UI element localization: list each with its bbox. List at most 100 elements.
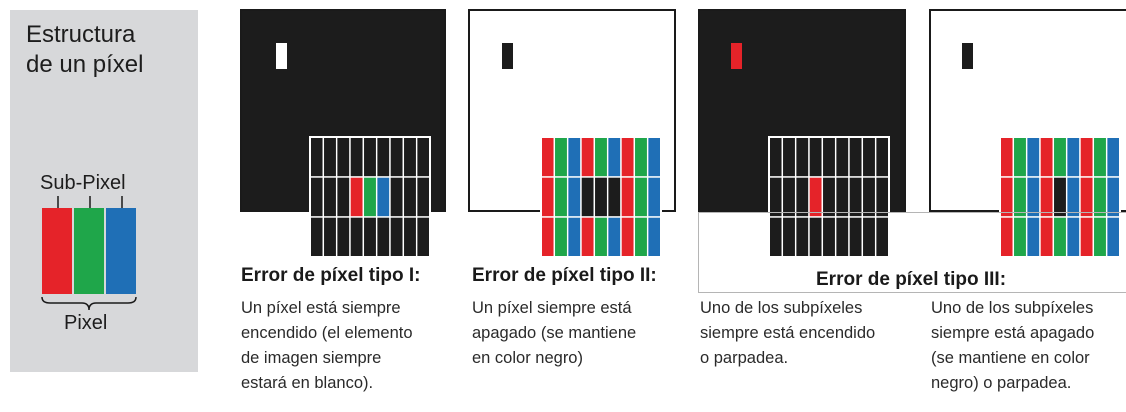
grid-subpixel: [566, 136, 582, 178]
grid-subpixel: [580, 176, 596, 218]
grid-subpixel: [1025, 176, 1041, 218]
description-line: Un píxel está siempre: [241, 299, 401, 317]
grid-subpixel: [834, 176, 850, 218]
description-line: (se mantiene en color: [931, 349, 1090, 367]
description-line: apagado (se mantiene: [472, 324, 637, 342]
grid-subpixel: [322, 176, 338, 218]
description-line: encendido (el elemento: [241, 324, 413, 342]
zoom-grid-type-1: [309, 136, 431, 258]
grid-subpixel: [375, 176, 391, 218]
structure-title-line-1: Estructura: [26, 21, 136, 48]
grid-subpixel: [402, 176, 418, 218]
description-line: siempre está apagado: [931, 324, 1095, 342]
grid-subpixel: [620, 176, 636, 218]
zoom-grid-type-2: [540, 136, 662, 258]
grid-subpixel: [415, 136, 431, 178]
grid-subpixel: [1079, 136, 1095, 178]
structure-title-line-2: de un píxel: [26, 51, 144, 78]
grid-subpixel: [1052, 136, 1068, 178]
heading-type-1: Error de píxel tipo I:: [241, 265, 421, 286]
grid-subpixel: [566, 216, 582, 258]
pixel-brace: [41, 296, 137, 311]
grid-subpixel: [606, 176, 622, 218]
grid-subpixel: [861, 176, 877, 218]
grid-subpixel: [349, 176, 365, 218]
grid-subpixel: [389, 216, 405, 258]
grid-subpixel: [1092, 176, 1108, 218]
grid-subpixel: [1012, 136, 1028, 178]
grid-subpixel: [362, 136, 378, 178]
grid-subpixel: [999, 176, 1015, 218]
grid-subpixel: [620, 136, 636, 178]
zoom-grid-type-3a: [768, 136, 890, 258]
grid-subpixel: [349, 136, 365, 178]
grid-subpixel: [335, 136, 351, 178]
description-line: o parpadea.: [700, 349, 789, 367]
pixel-label: Pixel: [64, 312, 108, 334]
structure-title: Estructura de un píxel: [26, 20, 143, 80]
grid-subpixel: [540, 136, 556, 178]
grid-subpixel: [335, 176, 351, 218]
grid-subpixel: [1025, 136, 1041, 178]
grid-subpixel: [768, 136, 784, 178]
grid-subpixel: [593, 136, 609, 178]
grid-subpixel: [309, 136, 325, 178]
grid-subpixel: [646, 136, 662, 178]
grid-subpixel: [874, 176, 890, 218]
grid-subpixel: [633, 136, 649, 178]
grid-subpixel: [375, 136, 391, 178]
grid-subpixel: [1105, 136, 1121, 178]
grid-subpixel: [633, 216, 649, 258]
grid-subpixel: [593, 176, 609, 218]
pixel-structure-diagram: [41, 196, 137, 311]
description-type-2: Un píxel siempre está apagado (se mantie…: [472, 296, 636, 371]
grid-subpixel: [1105, 176, 1121, 218]
grid-subpixel: [794, 176, 810, 218]
grid-subpixel: [309, 176, 325, 218]
pixel-structure-panel: [10, 10, 198, 372]
grid-subpixel: [1012, 176, 1028, 218]
grid-subpixel: [389, 136, 405, 178]
description-line: siempre está encendido: [700, 324, 876, 342]
grid-subpixel: [633, 176, 649, 218]
grid-subpixel: [794, 136, 810, 178]
description-line: Un píxel siempre está: [472, 299, 632, 317]
grid-subpixel: [1092, 136, 1108, 178]
grid-subpixel: [848, 176, 864, 218]
grid-subpixel: [999, 136, 1015, 178]
dead-black-pixel: [502, 43, 513, 69]
grid-border: [540, 136, 662, 258]
grid-subpixel: [402, 136, 418, 178]
grid-subpixel: [389, 176, 405, 218]
heading-type-2: Error de píxel tipo II:: [472, 265, 657, 286]
grid-subpixel: [1065, 176, 1081, 218]
grid-subpixel: [309, 216, 325, 258]
grid-subpixel: [566, 176, 582, 218]
grid-subpixel: [553, 136, 569, 178]
grid-subpixel: [821, 136, 837, 178]
grid-subpixel: [808, 176, 824, 218]
description-type-1: Un píxel está siempre encendido (el elem…: [241, 296, 413, 396]
grid-subpixel: [834, 136, 850, 178]
heading-type-3-box: [698, 212, 1126, 293]
grid-subpixel: [335, 216, 351, 258]
grid-subpixel: [1065, 136, 1081, 178]
grid-subpixel: [1079, 176, 1095, 218]
grid-subpixel: [861, 136, 877, 178]
grid-border: [999, 136, 1121, 258]
grid-border: [768, 136, 890, 258]
grid-border: [309, 136, 431, 258]
subpixel-blue: [106, 208, 136, 294]
grid-subpixel: [874, 136, 890, 178]
grid-subpixel: [540, 216, 556, 258]
grid-subpixel: [593, 216, 609, 258]
description-line: Uno de los subpíxeles: [700, 299, 863, 317]
zoom-grid-type-3b: [999, 136, 1121, 258]
description-line: Uno de los subpíxeles: [931, 299, 1094, 317]
grid-subpixel: [821, 176, 837, 218]
grid-subpixel: [646, 216, 662, 258]
grid-subpixel: [349, 216, 365, 258]
grid-subpixel: [1039, 176, 1055, 218]
grid-subpixel: [322, 216, 338, 258]
subpixel-red: [42, 208, 72, 294]
